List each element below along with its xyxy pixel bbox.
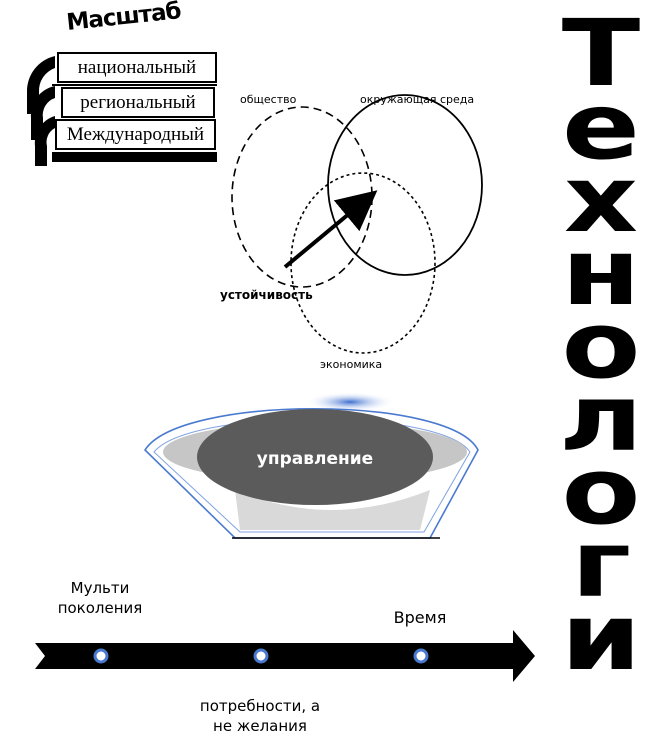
bowl-shadow	[235, 490, 430, 530]
technologies-letter: е	[561, 73, 641, 180]
timeline-dot-1	[93, 648, 109, 664]
technologies-letter: о	[561, 438, 641, 545]
scale-level-national: национальный	[57, 52, 217, 83]
management-ellipse	[197, 409, 433, 505]
timeline-dot-3	[413, 648, 429, 664]
scale-divider	[52, 84, 217, 86]
economy-label: экономика	[320, 358, 383, 371]
sustainability-arrow	[283, 190, 378, 269]
scale-arcs	[26, 56, 55, 166]
environment-label: окружающая среда	[360, 93, 475, 106]
time-arrow	[35, 630, 535, 682]
technologies-letter: о	[561, 292, 641, 399]
environment-circle	[327, 94, 483, 276]
bowl-outer-outline	[143, 407, 479, 539]
technologies-letter: х	[563, 146, 639, 253]
sustainability-label: устойчивость	[220, 288, 313, 302]
bowl-glow	[305, 392, 395, 412]
scale-level-international: Международный	[55, 119, 216, 150]
venn-diagram	[231, 94, 483, 354]
management-label: управление	[256, 449, 374, 469]
economy-circle	[290, 172, 436, 354]
time-label: Время	[393, 608, 447, 627]
technologies-letter: н	[561, 219, 641, 326]
technologies-letter: Т	[561, 0, 641, 107]
society-label: общество	[240, 93, 297, 106]
time-arrow-body	[35, 630, 535, 682]
management-bowl	[143, 392, 479, 539]
society-circle	[231, 106, 373, 288]
timeline-dot-2	[253, 648, 269, 664]
technologies-letter: и	[560, 584, 642, 691]
scale-level-regional: региональный	[61, 87, 215, 118]
scale-title: Масштаб	[65, 0, 182, 36]
technologies-letter: г	[570, 511, 632, 618]
technologies-letter: л	[558, 365, 644, 472]
scale-base-bar	[52, 152, 217, 162]
